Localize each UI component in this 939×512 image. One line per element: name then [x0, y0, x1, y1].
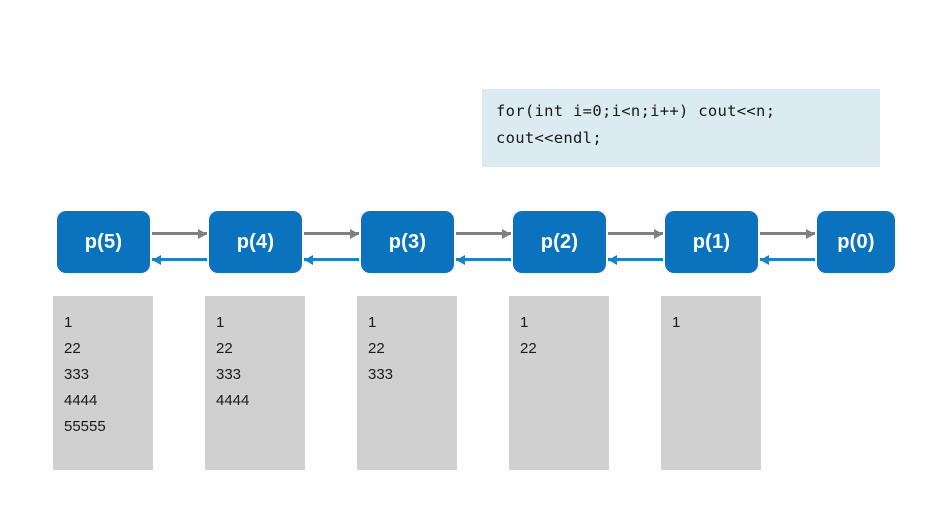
output-line: 1 [520, 314, 529, 331]
arrow-head-right-icon [806, 228, 815, 239]
arrow-head-right-icon [350, 228, 359, 239]
output-panel-p4: 1 22 333 4444 [205, 296, 305, 470]
output-line: 333 [368, 366, 394, 383]
arrow-head-right-icon [198, 228, 207, 239]
arrow-head-right-icon [654, 228, 663, 239]
output-line: 55555 [64, 418, 106, 435]
node-box-p0[interactable]: p(0) [817, 211, 895, 273]
arrow-head-left-icon [608, 254, 617, 265]
output-line: 4444 [216, 392, 250, 409]
node-box-p5[interactable]: p(5) [57, 211, 150, 273]
arrow-shaft [760, 232, 815, 235]
arrow-head-right-icon [502, 228, 511, 239]
arrow-shaft [760, 258, 815, 261]
output-panel-p1: 1 [661, 296, 761, 470]
output-line: 1 [368, 314, 377, 331]
output-line: 333 [216, 366, 242, 383]
node-box-p3[interactable]: p(3) [361, 211, 454, 273]
output-line: 22 [64, 340, 81, 357]
node-box-p4[interactable]: p(4) [209, 211, 302, 273]
output-line: 22 [368, 340, 385, 357]
output-line: 22 [520, 340, 537, 357]
arrow-head-left-icon [152, 254, 161, 265]
output-line: 1 [64, 314, 73, 331]
arrow-shaft [304, 258, 359, 261]
arrow-head-left-icon [456, 254, 465, 265]
node-box-p1[interactable]: p(1) [665, 211, 758, 273]
code-line-2: cout<<endl; [496, 129, 602, 147]
output-panel-p2: 1 22 [509, 296, 609, 470]
output-line: 333 [64, 366, 90, 383]
output-line: 4444 [64, 392, 98, 409]
output-line: 1 [216, 314, 225, 331]
output-line: 22 [216, 340, 233, 357]
arrow-shaft [456, 232, 511, 235]
arrow-shaft [608, 232, 663, 235]
arrow-shaft [152, 258, 207, 261]
code-line-1: for(int i=0;i<n;i++) cout<<n; [496, 102, 776, 120]
output-panel-p3: 1 22 333 [357, 296, 457, 470]
output-panel-p5: 1 22 333 4444 55555 [53, 296, 153, 470]
arrow-shaft [608, 258, 663, 261]
node-box-p2[interactable]: p(2) [513, 211, 606, 273]
code-callout: for(int i=0;i<n;i++) cout<<n; cout<<endl… [482, 89, 880, 167]
arrow-head-left-icon [304, 254, 313, 265]
arrow-head-left-icon [760, 254, 769, 265]
arrow-shaft [456, 258, 511, 261]
arrow-shaft [152, 232, 207, 235]
arrow-shaft [304, 232, 359, 235]
output-line: 1 [672, 314, 681, 331]
